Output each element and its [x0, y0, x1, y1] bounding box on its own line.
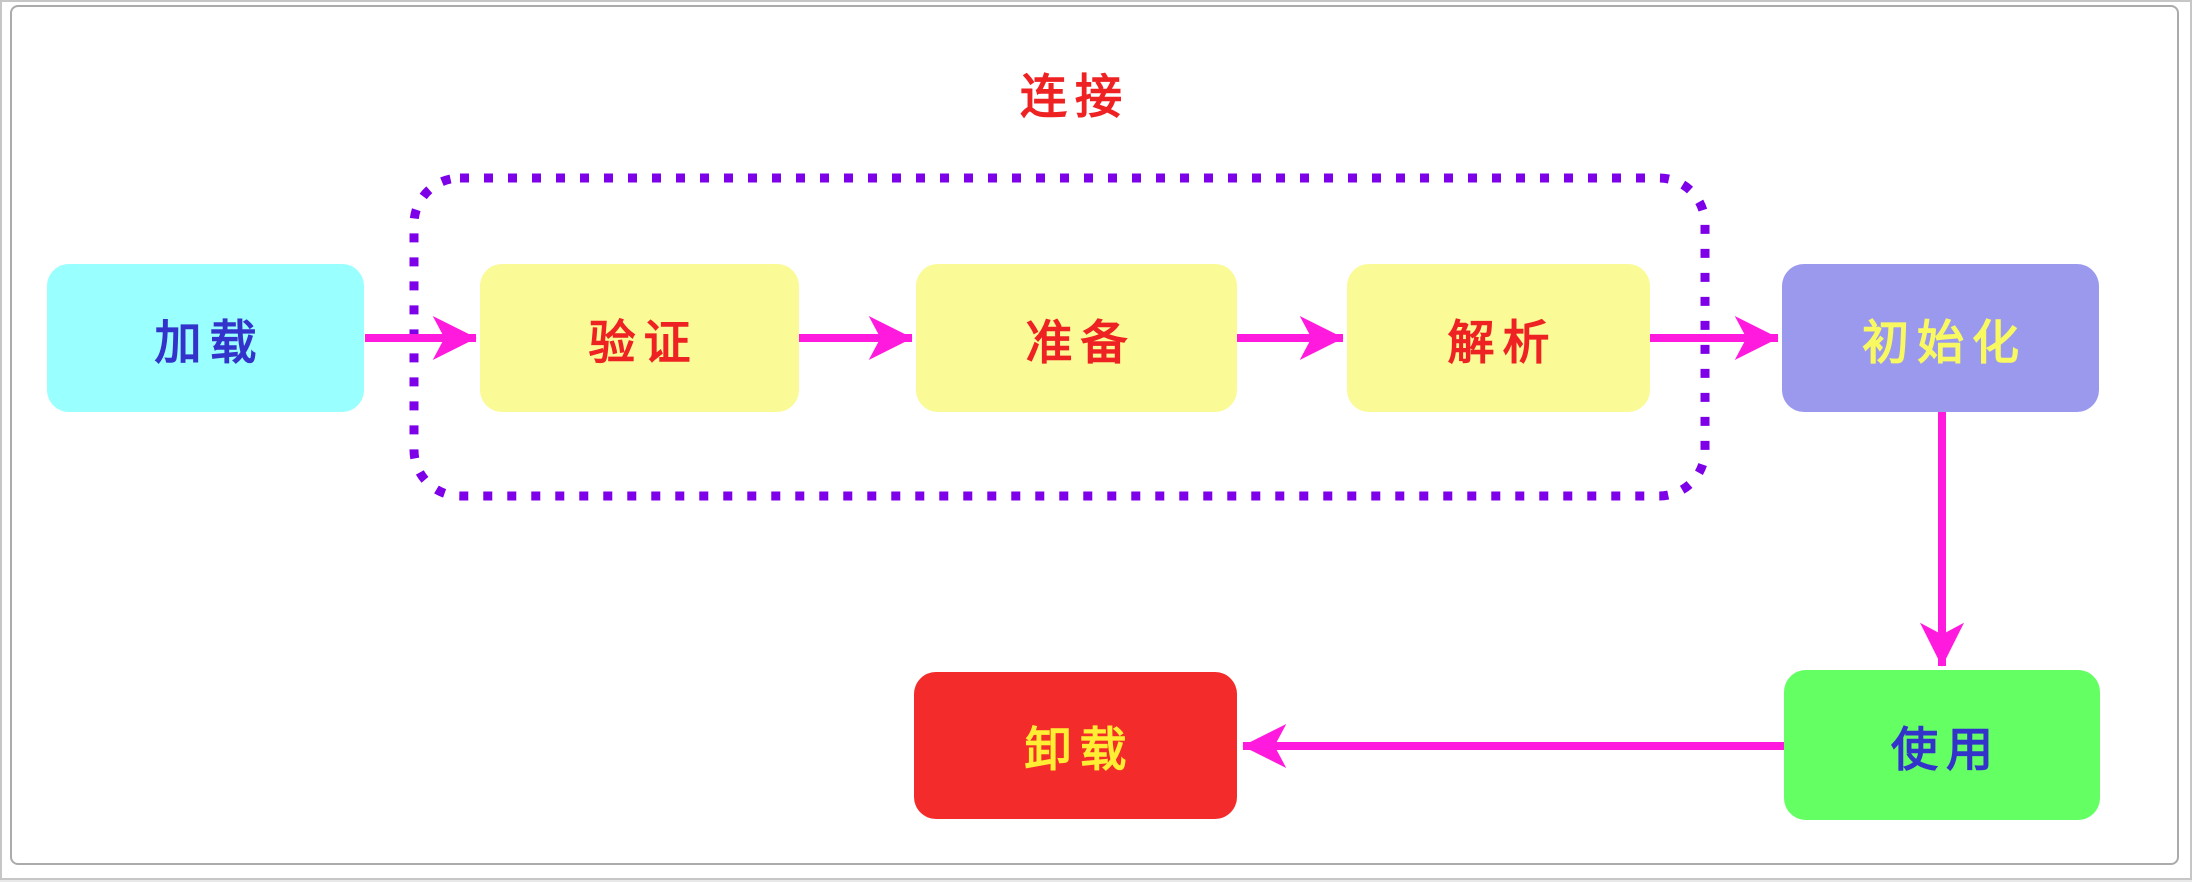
link-group-title: 连接	[1020, 70, 1130, 125]
node-unload: 卸载	[914, 672, 1237, 819]
node-prepare-label: 准备	[1025, 315, 1136, 371]
node-load-label: 加载	[154, 315, 265, 371]
node-verify: 验证	[480, 264, 799, 412]
node-unload-label: 卸载	[1024, 723, 1135, 778]
node-init: 初始化	[1782, 264, 2099, 412]
node-use: 使用	[1784, 670, 2100, 820]
node-prepare: 准备	[916, 264, 1237, 412]
node-load: 加载	[47, 264, 364, 412]
node-init-label: 初始化	[1862, 315, 2027, 371]
node-use-label: 使用	[1891, 722, 2001, 778]
node-verify-label: 验证	[588, 315, 699, 371]
node-resolve: 解析	[1347, 264, 1650, 412]
node-resolve-label: 解析	[1447, 315, 1558, 371]
